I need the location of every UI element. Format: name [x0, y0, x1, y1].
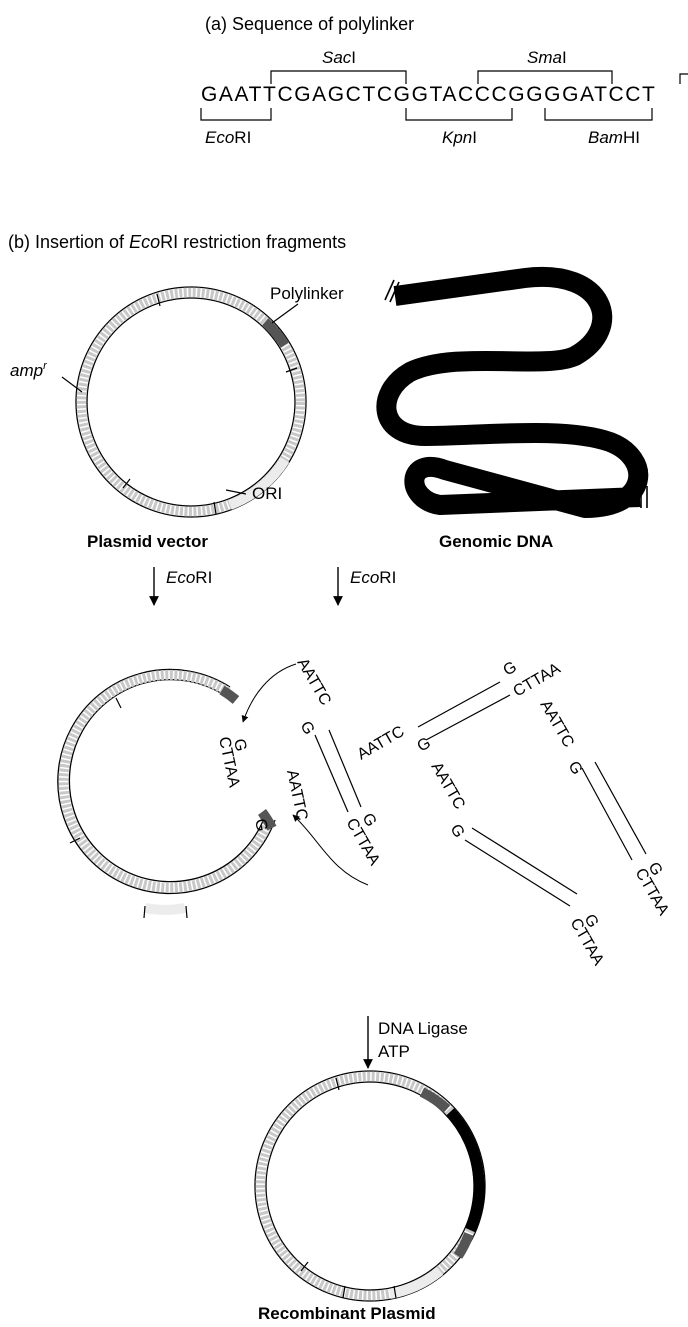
opened-plasmid [58, 669, 275, 918]
fragment-3: AATTC G G CTTAA [537, 698, 673, 919]
polylinker-sequence: GAATTCGAGCTCGGTACCCGGGGATCCT [201, 83, 656, 106]
part-b-title: (b) Insertion of EcoRI restriction fragm… [8, 232, 346, 252]
site-brackets-bottom [201, 108, 652, 120]
svg-text:AATTC: AATTC [355, 723, 408, 763]
svg-text:CTTAA: CTTAA [511, 660, 564, 701]
fragment-1: AATTC G G CTTAA [294, 656, 384, 869]
fragment-4: AATTC G G CTTAA [428, 760, 608, 969]
ligation-arrow-top [243, 664, 296, 722]
svg-text:CTTAA: CTTAA [567, 916, 608, 969]
plasmid-vector-caption: Plasmid vector [87, 532, 208, 551]
recombinant-plasmid-caption: Recombinant Plasmid [258, 1304, 436, 1323]
plasmid-end-aattc-bottom: AATTC [283, 768, 310, 822]
svg-text:G: G [447, 822, 468, 841]
polylinker-pointer [272, 304, 298, 323]
svg-text:G: G [297, 719, 318, 738]
plasmid-end-g-bottom: G [251, 817, 270, 833]
svg-text:AATTC: AATTC [537, 698, 577, 751]
kpni-label: KpnI [442, 128, 477, 147]
recombinant-plasmid [255, 1071, 485, 1301]
part-a-title: (a) Sequence of polylinker [205, 14, 414, 34]
genomic-dna [385, 277, 647, 508]
digest-label-plasmid: EcoRI [166, 568, 212, 587]
genomic-dna-caption: Genomic DNA [439, 532, 553, 551]
smai-label: SmaI [527, 48, 567, 67]
svg-text:CTTAA: CTTAA [343, 816, 384, 869]
svg-text:AATTC: AATTC [428, 760, 468, 813]
svg-text:CTTAA: CTTAA [632, 866, 673, 919]
atp-label: ATP [378, 1042, 410, 1061]
ligase-label: DNA Ligase [378, 1019, 468, 1038]
polylinker-label: Polylinker [270, 284, 344, 303]
bamhi-label: BamHI [588, 128, 640, 147]
amp-label: ampr [10, 360, 48, 380]
digest-label-genomic: EcoRI [350, 568, 396, 587]
fragment-2: AATTC G G CTTAA [355, 659, 564, 764]
ecori-label: EcoRI [205, 128, 251, 147]
saci-label: SacI [322, 48, 356, 67]
plasmid-vector [76, 287, 306, 517]
ori-label: ORI [252, 484, 282, 503]
svg-text:AATTC: AATTC [294, 656, 334, 709]
svg-text:G: G [501, 659, 520, 680]
